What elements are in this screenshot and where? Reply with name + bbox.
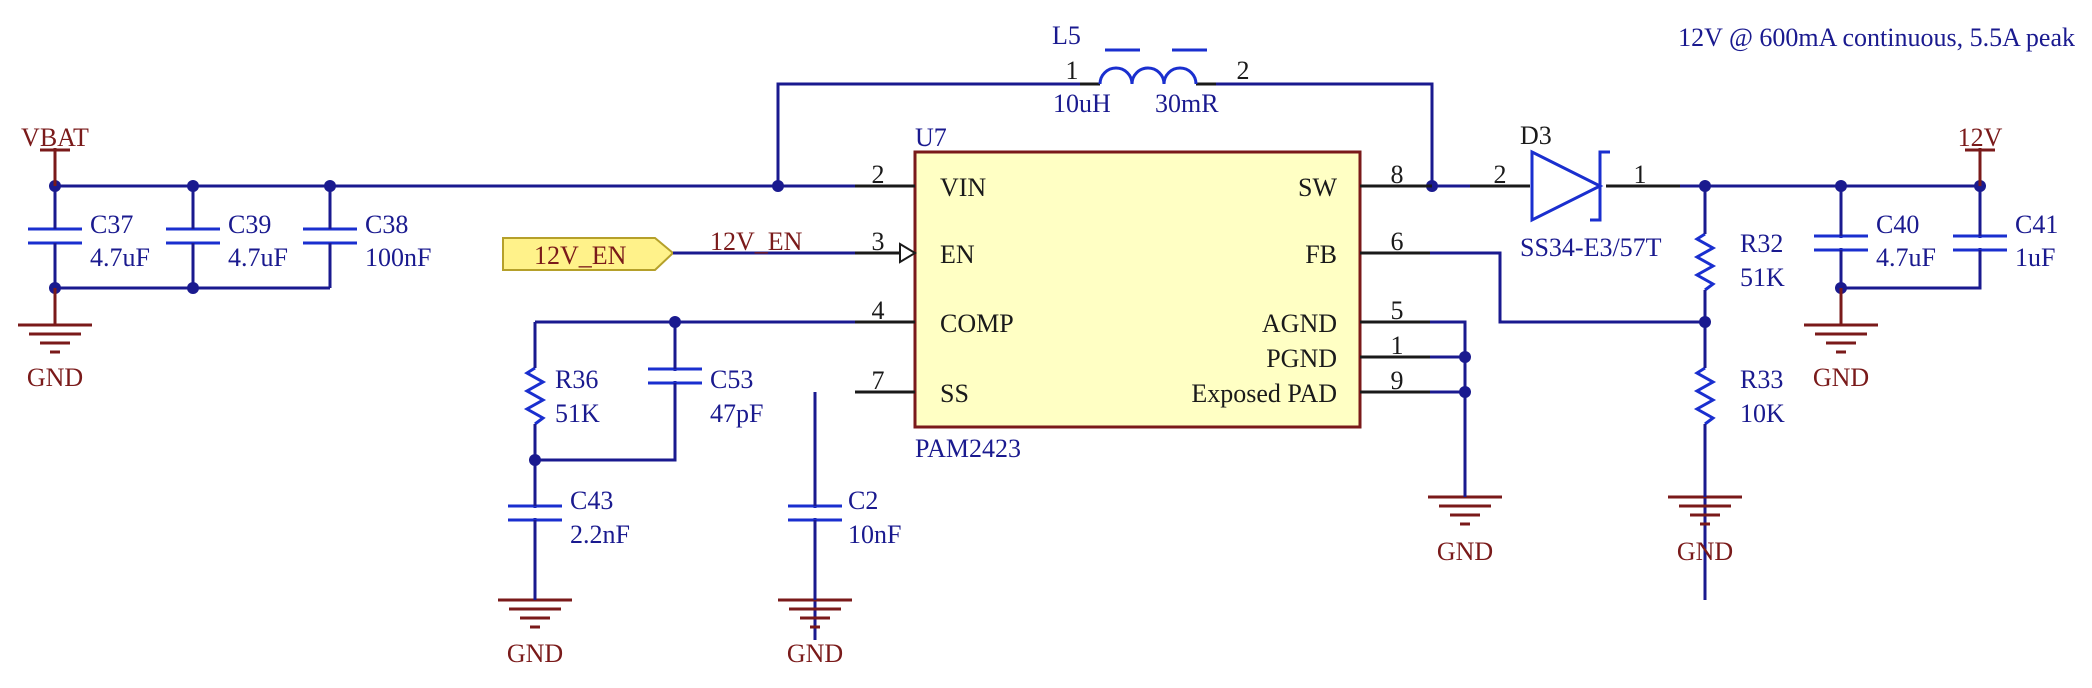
pin-num-ss: 7 [872,366,885,395]
diode-pin-cathode: 1 [1634,160,1647,189]
pin-name-sw: SW [1298,173,1337,202]
pin-name-ss: SS [940,379,969,408]
inductor-value: 10uH [1053,89,1111,118]
diode-part: SS34-E3/57T [1520,233,1662,262]
c43-ref: C43 [570,486,613,515]
c39-ref: C39 [228,210,271,239]
c40-value: 4.7uF [1876,243,1936,272]
pin-num-en: 3 [872,227,885,256]
r33-ref: R33 [1740,365,1783,394]
pin-name-pgnd: PGND [1266,344,1337,373]
c40-ref: C40 [1876,210,1919,239]
resistor-r32: R32 51K [1693,229,1785,292]
c2-value: 10nF [848,520,901,549]
pin-num-fb: 6 [1391,227,1404,256]
pin-num-agnd: 5 [1391,296,1404,325]
pin-num-pad: 9 [1391,366,1404,395]
c38-ref: C38 [365,210,408,239]
capacitor-c37: C37 4.7uF [28,186,150,325]
c38-value: 100nF [365,243,431,272]
pin-num-comp: 4 [872,296,885,325]
r32-ref: R32 [1740,229,1783,258]
c53-ref: C53 [710,365,753,394]
pin-num-sw: 8 [1391,160,1404,189]
gnd-symbol-right: GND [1804,288,1878,392]
c39-value: 4.7uF [228,243,288,272]
c41-value: 1uF [2015,243,2055,272]
c2-ref: C2 [848,486,878,515]
c37-value: 4.7uF [90,243,150,272]
diode-ref: D3 [1520,121,1552,150]
resistor-r33: R33 10K [1693,365,1785,428]
inductor-pin2: 2 [1237,56,1250,85]
resistor-r36: R36 51K [523,365,600,428]
capacitor-c39: C39 4.7uF [166,186,288,288]
inductor-pin1: 1 [1066,56,1079,85]
pin-name-agnd: AGND [1262,309,1337,338]
c41-ref: C41 [2015,210,2058,239]
pin-name-pad: Exposed PAD [1191,379,1337,408]
12v-label: 12V [1958,123,2003,152]
gnd-label-ic: GND [1437,537,1493,566]
ic-body [913,150,1362,429]
capacitor-c38: C38 100nF [303,186,431,288]
ic-ref: U7 [915,123,947,152]
gnd-label-c43: GND [507,639,563,668]
capacitor-c53: C53 47pF [648,322,763,460]
c43-value: 2.2nF [570,520,630,549]
diode-d3: 2 1 D3 SS34-E3/57T [1470,121,1680,262]
pin-num-vin: 2 [872,160,885,189]
ic-part: PAM2423 [915,434,1021,463]
gnd-label-left: GND [27,363,83,392]
gnd-label-c2: GND [787,639,843,668]
cap-gap-masks [30,231,2005,518]
capacitor-c40: C40 4.7uF [1814,210,1936,272]
vbat-label: VBAT [21,123,89,152]
component-leads [533,186,1982,600]
pin-name-en: EN [940,240,975,269]
12v-power-port: 12V [1958,123,2003,186]
enable-port: 12V_EN 12V_EN [502,227,855,271]
pin-name-comp: COMP [940,309,1014,338]
inductor-l5: 1 2 L5 10uH 30mR [1052,21,1250,118]
vbat-power-port: VBAT [21,123,89,186]
ic-u7: U7 PAM2423 2 3 4 7 VIN EN COMP SS 8 6 5 … [855,123,1432,463]
enable-port-label: 12V_EN [534,241,627,270]
design-note: 12V @ 600mA continuous, 5.5A peak [1678,23,2075,52]
gnd-label-right: GND [1813,363,1869,392]
c37-ref: C37 [90,210,133,239]
inductor-dcr: 30mR [1155,89,1219,118]
gnd-symbol-left: GND [18,288,92,392]
diode-pin-anode: 2 [1494,160,1507,189]
r32-value: 51K [1740,263,1785,292]
r33-value: 10K [1740,399,1785,428]
enable-net-label: 12V_EN [710,227,803,256]
pin-name-fb: FB [1305,240,1337,269]
pin-name-vin: VIN [940,173,986,202]
r36-value: 51K [555,399,600,428]
c53-value: 47pF [710,399,763,428]
gnd-label-r33: GND [1677,537,1733,566]
pin-num-pgnd: 1 [1391,331,1404,360]
capacitor-c2: C2 10nF [788,486,901,549]
r36-ref: R36 [555,365,598,394]
inductor-ref: L5 [1052,21,1081,50]
